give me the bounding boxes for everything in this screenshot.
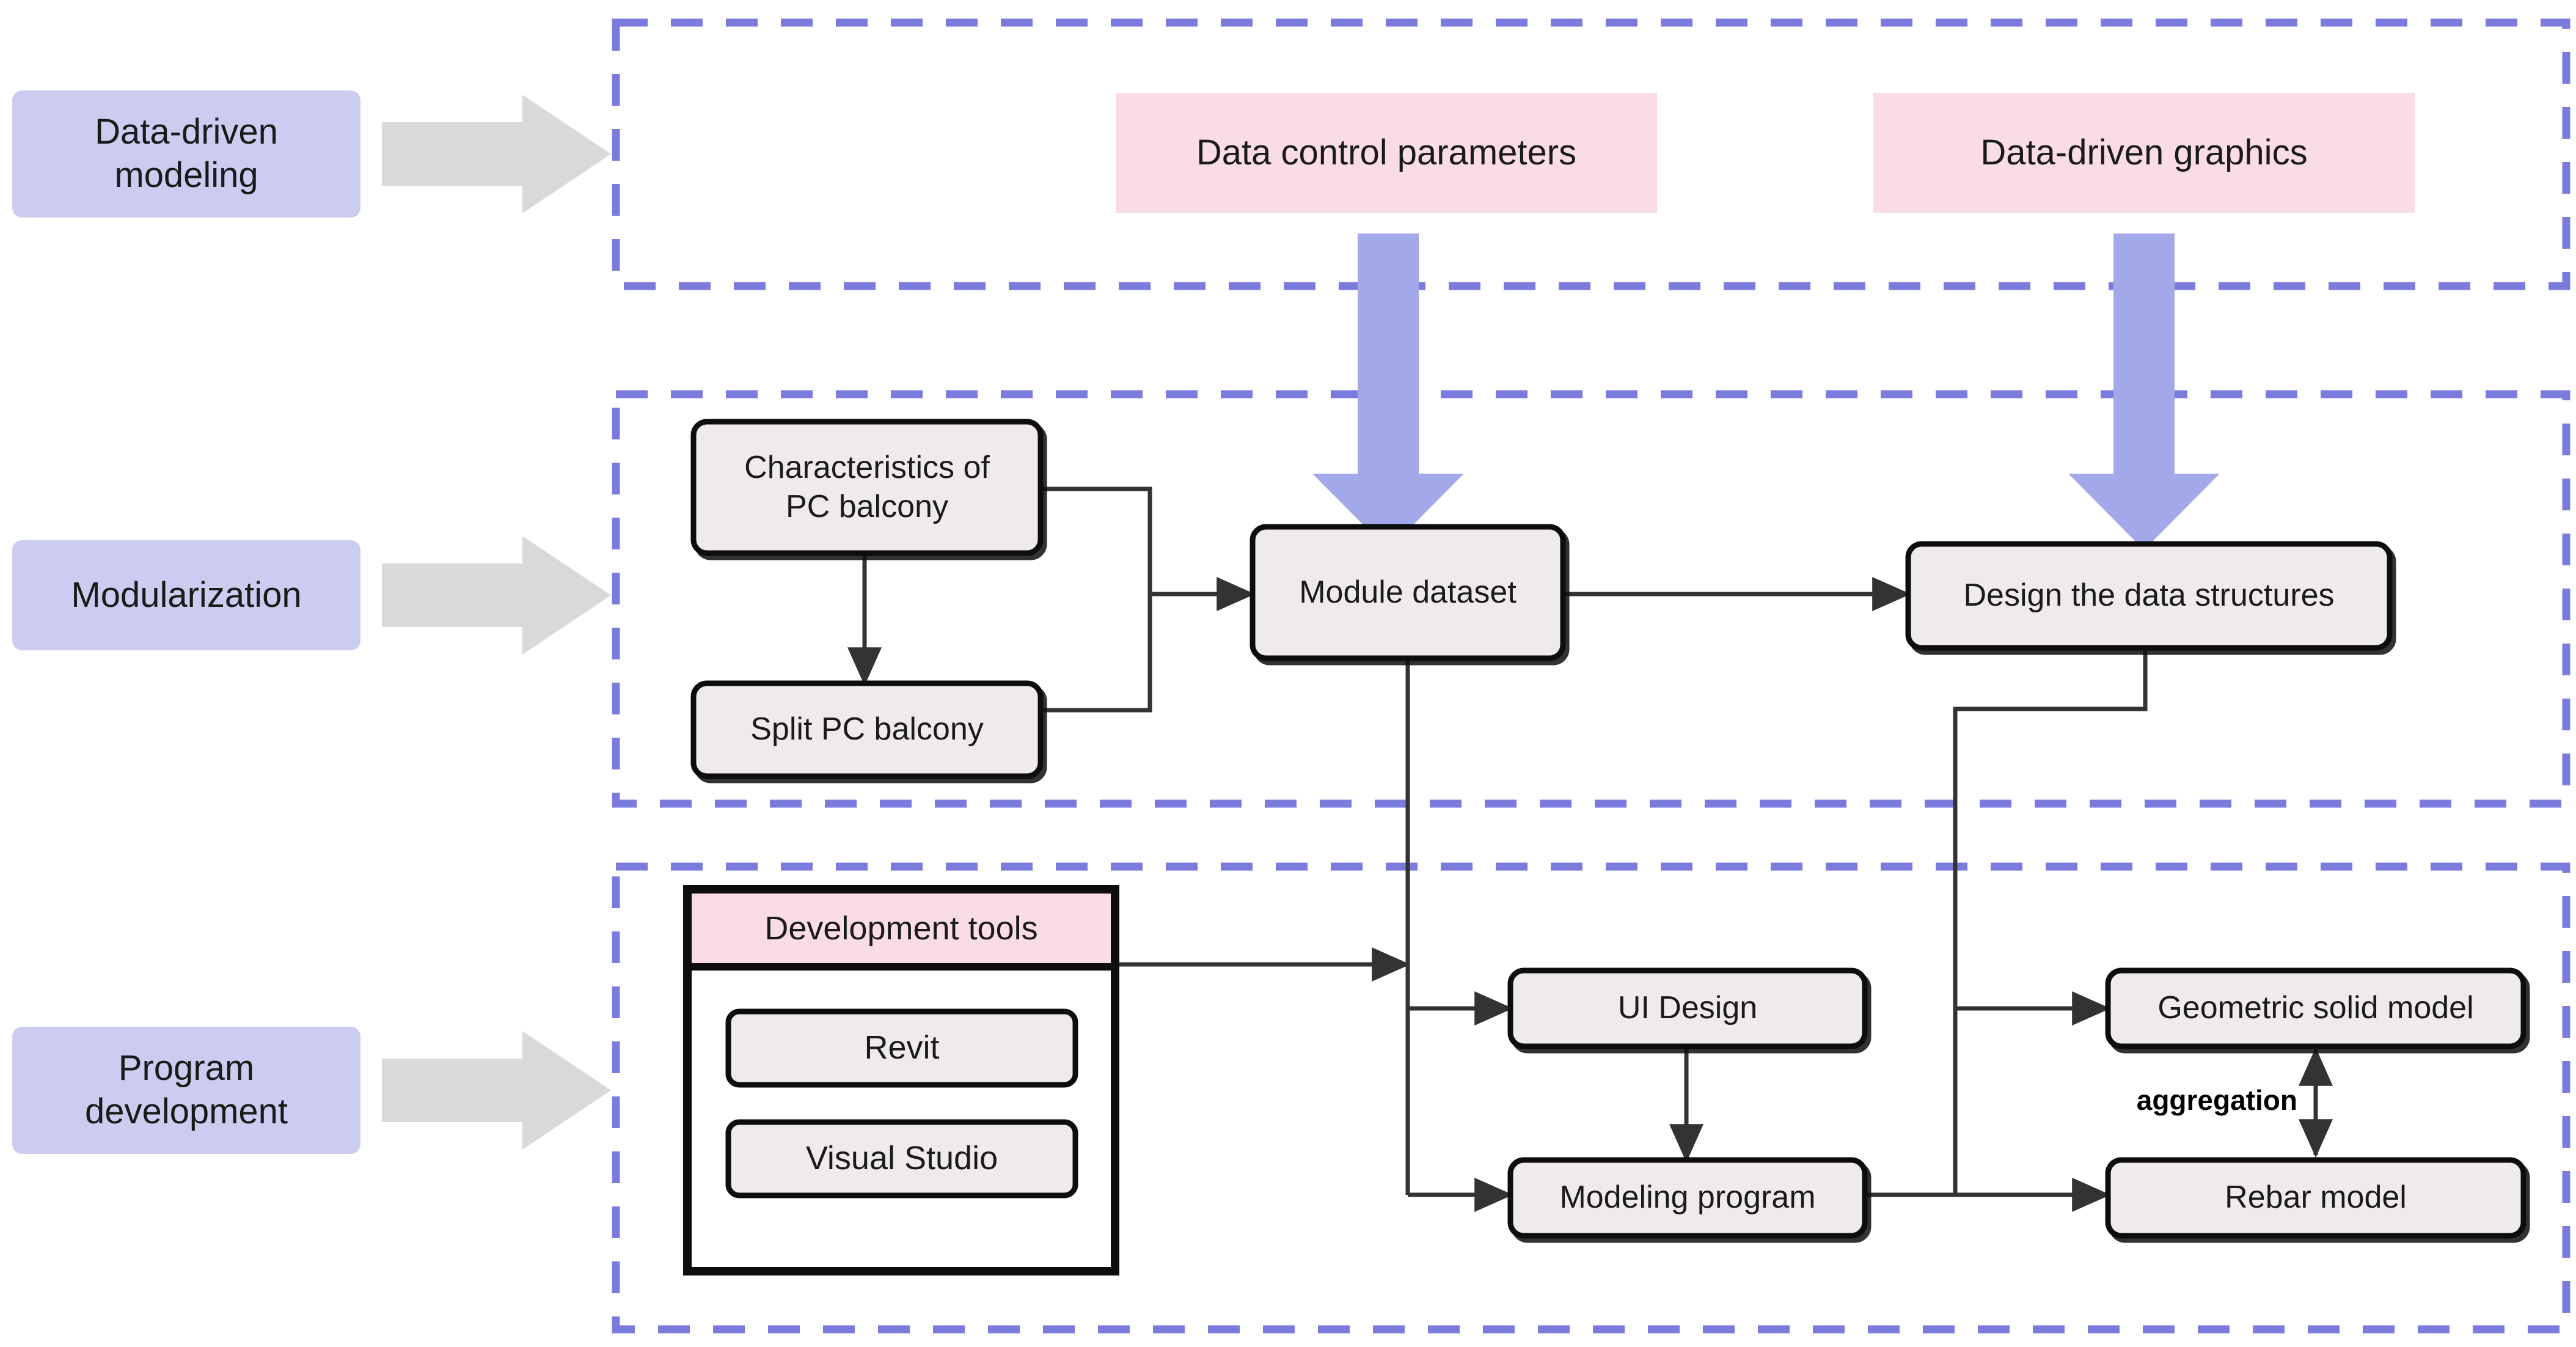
node-modeling-program[interactable] <box>1507 1157 1868 1239</box>
node-revit[interactable] <box>725 1008 1078 1088</box>
node-visual-studio[interactable] <box>725 1119 1078 1198</box>
edge-data-structures-to-right-bus <box>1953 648 2148 1195</box>
node-geometric-solid-model[interactable] <box>2105 967 2527 1049</box>
edge-characteristics-to-bus <box>1041 486 1152 594</box>
node-module-dataset[interactable] <box>1250 524 1566 661</box>
stage-arrow-program-development <box>382 1031 611 1150</box>
node-characteristics-of-pc-balcony[interactable] <box>690 419 1044 556</box>
node-rebar-model[interactable] <box>2105 1157 2527 1239</box>
node-data-driven-graphics[interactable] <box>1873 93 2415 213</box>
node-data-control-parameters[interactable] <box>1116 93 1657 213</box>
group-modularization <box>612 390 2571 808</box>
stage-arrow-modularization <box>382 536 611 655</box>
group-program-development <box>612 862 2571 1334</box>
node-design-the-data-structures[interactable] <box>1905 541 2393 651</box>
stage-chip-modularization[interactable] <box>12 540 360 650</box>
edge-split-to-bus <box>1041 594 1152 713</box>
node-ui-design[interactable] <box>1507 967 1868 1049</box>
stage-chip-data-driven-modeling[interactable] <box>12 90 360 218</box>
stage-arrow-data-driven-modeling <box>382 95 611 213</box>
node-split-pc-balcony[interactable] <box>690 680 1044 779</box>
blue-arrow-parameters-to-module-dataset <box>1312 233 1464 550</box>
node-development-tools-header[interactable] <box>692 894 1111 964</box>
blue-arrow-graphics-to-data-structures <box>2068 233 2220 550</box>
group-data-driven-modeling <box>612 18 2571 290</box>
stage-chip-program-development[interactable] <box>12 1027 360 1154</box>
